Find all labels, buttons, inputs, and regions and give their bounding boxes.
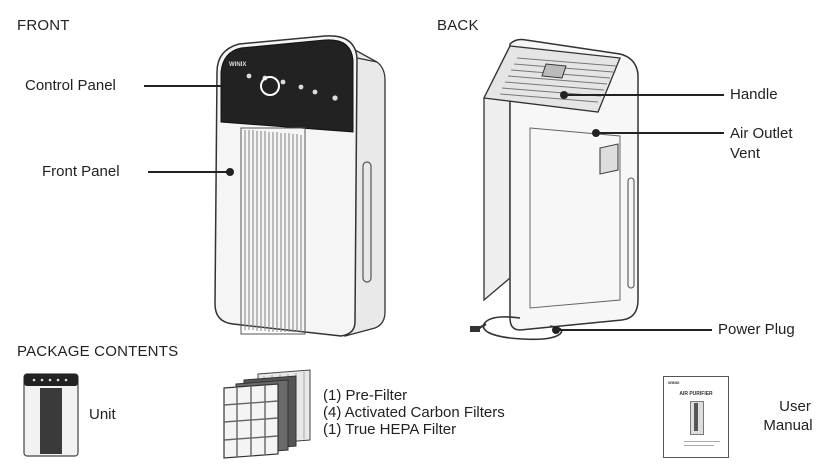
power-plug-label: Power Plug <box>718 321 795 338</box>
front-panel-leader-line <box>148 171 230 173</box>
user-manual-label-line1: User <box>779 398 811 415</box>
user-manual-thumbnail: WINIX AIR PURIFIER <box>663 376 729 458</box>
air-outlet-label-line2: Vent <box>730 145 761 162</box>
power-plug-leader-line <box>556 329 712 331</box>
user-manual-label-line2: Manual <box>763 417 813 434</box>
package-contents-heading: PACKAGE CONTENTS <box>17 343 179 360</box>
unit-thumbnail <box>23 373 79 457</box>
front-unit-illustration: WINIX <box>214 35 386 337</box>
filters-illustration <box>223 369 311 459</box>
unit-label: Unit <box>89 406 116 423</box>
front-heading: FRONT <box>17 17 70 34</box>
air-outlet-leader-line <box>596 132 724 134</box>
front-brand-logo: WINIX <box>229 62 246 68</box>
power-plug-marker <box>552 326 560 334</box>
filter-item-carbon: (4) Activated Carbon Filters <box>323 404 505 421</box>
manual-brand: WINIX <box>668 380 680 385</box>
front-panel-label: Front Panel <box>42 163 120 180</box>
back-unit-illustration <box>470 38 639 341</box>
air-outlet-label-line1: Air Outlet <box>730 125 793 142</box>
air-outlet-marker <box>592 129 600 137</box>
front-panel-marker <box>226 168 234 176</box>
filter-item-pre-filter: (1) Pre-Filter <box>323 387 408 404</box>
filter-item-hepa: (1) True HEPA Filter <box>323 421 457 438</box>
control-panel-marker-ring <box>260 76 280 96</box>
handle-label: Handle <box>730 86 778 103</box>
control-panel-label: Control Panel <box>25 77 116 94</box>
manual-title: AIR PURIFIER <box>679 391 713 397</box>
handle-marker <box>560 91 568 99</box>
handle-leader-line <box>564 94 724 96</box>
back-heading: BACK <box>437 17 479 34</box>
control-panel-leader-line <box>144 85 268 87</box>
